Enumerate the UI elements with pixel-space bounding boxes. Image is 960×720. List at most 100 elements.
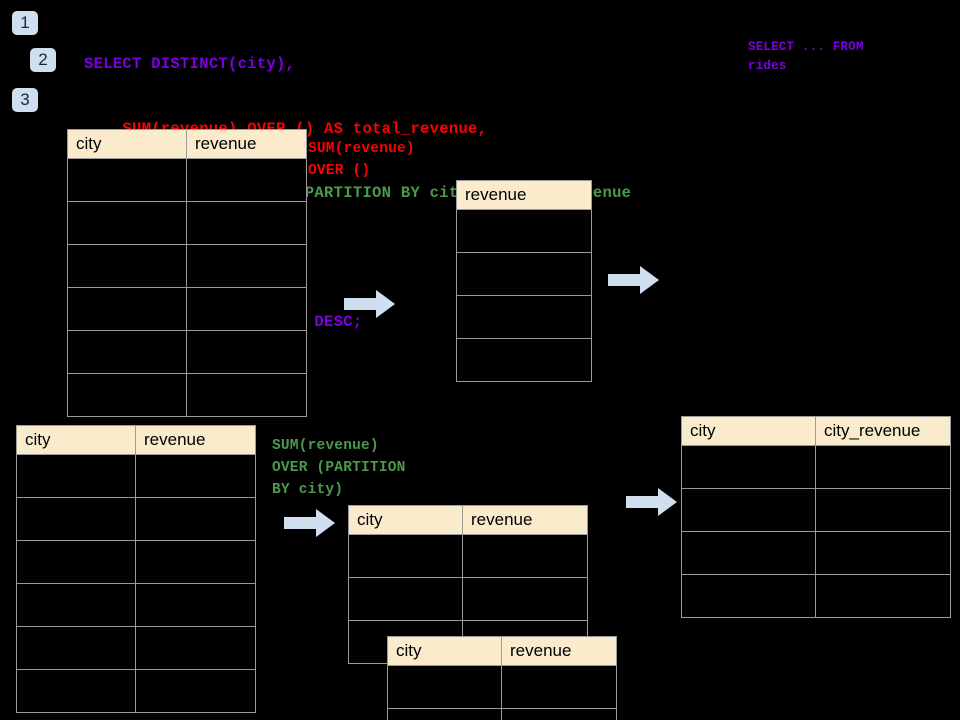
column-header-city: city: [681, 416, 816, 446]
step-badge-1[interactable]: 1: [12, 11, 38, 35]
table-row: [681, 445, 951, 489]
table-cell: [348, 577, 463, 621]
column-header-revenue: revenue: [462, 505, 588, 535]
table-header-row: city revenue: [16, 425, 256, 455]
table-cell: [681, 445, 816, 489]
table-row: [16, 454, 256, 498]
table-cell: [67, 287, 187, 331]
table-cell: [67, 244, 187, 288]
table-row: [681, 531, 951, 575]
table-cell: [462, 534, 588, 578]
table-row: [67, 373, 307, 417]
table-cell: [16, 583, 136, 627]
table-cell: [135, 454, 256, 498]
table-row: [348, 534, 588, 578]
table-header-row: city revenue: [67, 129, 307, 159]
column-header-city: city: [387, 636, 502, 666]
partition-group-table-b: city revenue: [387, 636, 617, 720]
table-cell: [501, 708, 617, 720]
table-cell: [681, 488, 816, 532]
table-cell: [16, 540, 136, 584]
table-cell: [186, 201, 307, 245]
table-row: [456, 209, 592, 253]
table-cell: [67, 330, 187, 374]
table-row: [387, 665, 617, 709]
table-cell: [16, 669, 136, 713]
table-cell: [135, 497, 256, 541]
arrow-partition-to-result: [626, 488, 677, 516]
sql-line-select: SELECT DISTINCT(city),: [84, 55, 296, 73]
table-row: [67, 330, 307, 374]
table-row: [16, 669, 256, 713]
table-row: [348, 577, 588, 621]
table-cell: [348, 534, 463, 578]
column-header-city: city: [67, 129, 187, 159]
total-revenue-table: revenue: [456, 180, 592, 382]
table-cell: [456, 252, 592, 296]
rides-source-table: city revenue: [67, 129, 307, 417]
arrow-total-to-result: [608, 266, 659, 294]
table-row: [16, 540, 256, 584]
annotation-over-empty: SUM(revenue) OVER (): [308, 141, 415, 179]
table-cell: [387, 665, 502, 709]
table-row: [67, 244, 307, 288]
column-header-revenue: revenue: [501, 636, 617, 666]
table-cell: [186, 330, 307, 374]
table-cell: [16, 497, 136, 541]
table-row: [456, 252, 592, 296]
table-row: [16, 497, 256, 541]
column-header-city: city: [16, 425, 136, 455]
rides-source-table-partition: city revenue: [16, 425, 256, 713]
column-header-revenue: revenue: [186, 129, 307, 159]
column-header-city-revenue: city_revenue: [815, 416, 951, 446]
annotation-over-partition: SUM(revenue) OVER (PARTITION BY city): [272, 438, 406, 498]
table-cell: [815, 488, 951, 532]
table-row: [456, 295, 592, 339]
table-cell: [67, 201, 187, 245]
column-header-city: city: [348, 505, 463, 535]
table-cell: [186, 158, 307, 202]
table-cell: [67, 373, 187, 417]
column-header-revenue: revenue: [456, 180, 592, 210]
table-cell: [16, 626, 136, 670]
table-header-row: city city_revenue: [681, 416, 951, 446]
table-row: [16, 583, 256, 627]
table-cell: [135, 540, 256, 584]
table-cell: [681, 531, 816, 575]
arrow-source-to-partition: [284, 509, 335, 537]
table-cell: [501, 665, 617, 709]
table-row: [681, 574, 951, 618]
table-header-row: city revenue: [348, 505, 588, 535]
table-cell: [135, 669, 256, 713]
step-badge-3[interactable]: 3: [12, 88, 38, 112]
table-cell: [135, 626, 256, 670]
step-badge-2[interactable]: 2: [30, 48, 56, 72]
table-cell: [815, 531, 951, 575]
table-cell: [135, 583, 256, 627]
table-cell: [815, 574, 951, 618]
table-row: [67, 158, 307, 202]
column-header-revenue: revenue: [135, 425, 256, 455]
table-cell: [815, 445, 951, 489]
annotation-select-from-rides: SELECT ... FROM rides: [748, 40, 864, 73]
table-cell: [387, 708, 502, 720]
table-cell: [456, 209, 592, 253]
table-row: [67, 201, 307, 245]
table-cell: [681, 574, 816, 618]
table-cell: [462, 577, 588, 621]
table-row: [681, 488, 951, 532]
table-cell: [456, 295, 592, 339]
table-row: [16, 626, 256, 670]
table-cell: [67, 158, 187, 202]
table-cell: [186, 287, 307, 331]
final-result-table: city city_revenue: [681, 416, 951, 618]
table-row: [387, 708, 617, 720]
table-header-row: city revenue: [387, 636, 617, 666]
table-cell: [16, 454, 136, 498]
arrow-source-to-total: [344, 290, 395, 318]
table-cell: [456, 338, 592, 382]
table-row: [456, 338, 592, 382]
table-cell: [186, 244, 307, 288]
table-cell: [186, 373, 307, 417]
